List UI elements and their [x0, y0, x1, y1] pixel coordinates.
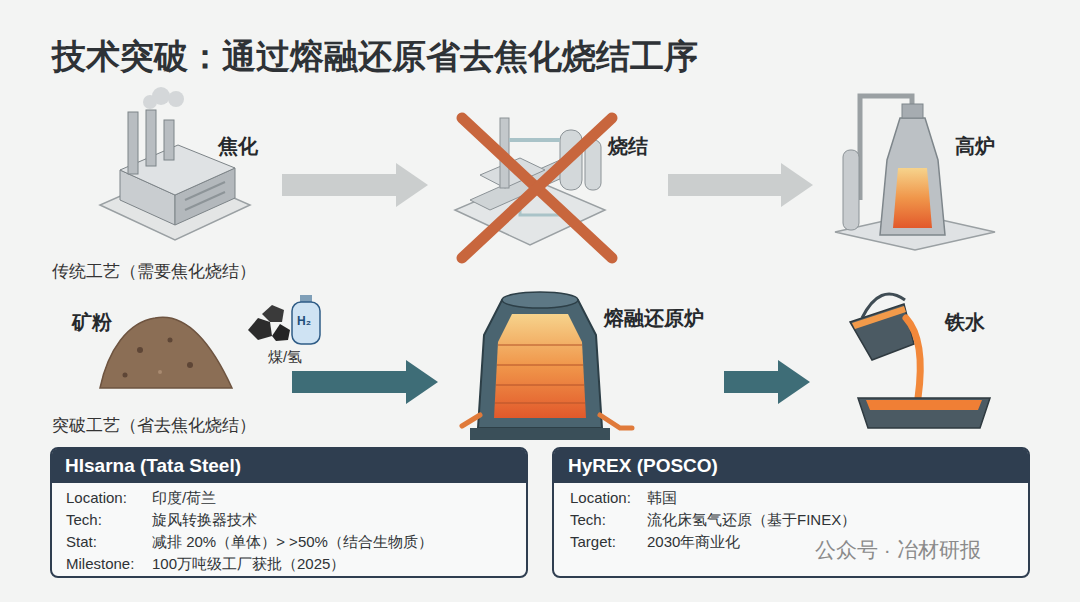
table-key: Location: — [570, 489, 631, 507]
smelting-furnace-icon-part — [497, 364, 583, 366]
cross-mark-part — [462, 118, 612, 258]
table-key: Tech: — [570, 511, 606, 529]
step-label: 矿粉 — [72, 310, 112, 334]
process-caption: 突破工艺（省去焦化烧结） — [52, 416, 256, 436]
panel-title: HIsarna (Tata Steel) — [65, 455, 241, 478]
input-label: 煤/氢 — [268, 348, 302, 366]
table-key: Milestone: — [66, 555, 134, 573]
flow-arrow — [282, 163, 428, 207]
flow-arrow — [668, 163, 813, 207]
process-step: 铁水 — [822, 290, 1000, 435]
smelting-furnace-icon-part — [478, 300, 602, 428]
table-value: 减排 20%（单体）> >50%（结合生物质） — [152, 533, 433, 551]
table-value: 韩国 — [647, 489, 677, 507]
cross-mark — [462, 118, 612, 258]
ore-pile-icon-part — [123, 373, 128, 378]
smelting-furnace-icon-part — [502, 292, 578, 308]
step-label: 烧结 — [608, 134, 648, 158]
ladle-icon-part — [858, 398, 990, 428]
ladle-icon-part — [866, 400, 982, 410]
bottle-label: H₂ — [297, 314, 311, 328]
coking-plant-icon-part — [164, 120, 174, 160]
table-value: 2030年商业化 — [647, 533, 740, 551]
table-value: 旋风转换器技术 — [152, 511, 257, 529]
table-value: 100万吨级工厂获批（2025） — [152, 555, 345, 573]
ladle-icon-part — [906, 318, 920, 398]
table-value: 流化床氢气还原（基于FINEX） — [647, 511, 856, 529]
table-key: Tech: — [66, 511, 102, 529]
ladle-icon-part — [850, 304, 914, 360]
table-value: 印度/荷兰 — [152, 489, 216, 507]
table-key: Target: — [570, 533, 616, 551]
smelting-furnace-icon-part — [494, 314, 586, 418]
coking-plant-icon-part — [146, 110, 156, 166]
coking-plant-icon-part — [152, 87, 170, 105]
process-step: 烧结 — [440, 92, 656, 262]
watermark: 公众号 · 冶材研报 — [815, 537, 981, 562]
process-caption: 传统工艺（需要焦化烧结） — [52, 262, 256, 282]
coking-plant-icon-part — [168, 91, 184, 107]
coal-icon-part — [248, 318, 272, 340]
smelting-furnace-icon-part — [462, 415, 480, 426]
step-label: 铁水 — [945, 310, 985, 334]
ore-pile-icon-part — [100, 317, 232, 388]
coking-plant-icon — [100, 87, 250, 240]
smelting-furnace-icon-part — [600, 415, 632, 428]
process-step: 矿粉 — [60, 298, 280, 398]
step-label: 焦化 — [218, 134, 258, 158]
coking-plant-icon-part — [185, 182, 225, 200]
coal-icon-part — [262, 305, 284, 322]
ore-pile-icon-part — [168, 338, 173, 343]
panel-title: HyREX (POSCO) — [568, 455, 718, 478]
smelting-furnace-icon-part — [496, 384, 584, 386]
blast-furnace-icon-part — [902, 104, 923, 118]
hydrogen-bottle-icon-part — [292, 302, 320, 344]
flow-arrow — [724, 360, 810, 404]
coking-plant-icon-part — [128, 112, 138, 174]
ore-pile-icon-part — [137, 347, 143, 353]
coal-icon — [248, 305, 290, 341]
step-label: 熔融还原炉 — [604, 306, 704, 330]
flow-arrow — [292, 360, 438, 404]
process-step: 高炉 — [825, 92, 1005, 248]
blast-furnace-icon-part — [893, 168, 932, 228]
smelting-furnace-icon-part — [495, 402, 585, 404]
ladle-icon-part — [852, 306, 906, 329]
ladle-icon — [850, 294, 990, 428]
blast-furnace-icon-part — [843, 150, 859, 230]
diagram-title: 技术突破：通过熔融还原省去焦化烧结工序 — [52, 36, 698, 77]
sintering-plant-icon-part — [509, 138, 560, 142]
smelting-furnace-icon-part — [470, 428, 610, 440]
coal-icon-part — [272, 324, 290, 341]
cross-mark-part — [462, 118, 612, 258]
smelting-furnace-icon-part — [498, 344, 582, 346]
ore-pile-icon — [100, 317, 232, 388]
step-label: 高炉 — [955, 134, 995, 158]
hydrogen-bottle-icon — [292, 295, 320, 344]
process-step: 熔融还原炉 — [450, 285, 712, 445]
blast-furnace-icon — [835, 96, 995, 250]
table-key: Stat: — [66, 533, 97, 551]
blast-furnace-icon-part — [880, 118, 945, 235]
coking-plant-icon-part — [185, 192, 225, 210]
ore-pile-icon-part — [187, 362, 193, 368]
table-key: Location: — [66, 489, 127, 507]
info-panel: HIsarna (Tata Steel) Location: 印度/荷兰 Tech: 旋… — [50, 447, 528, 578]
process-step: 焦化 — [90, 92, 270, 248]
ore-pile-icon-part — [158, 370, 162, 374]
